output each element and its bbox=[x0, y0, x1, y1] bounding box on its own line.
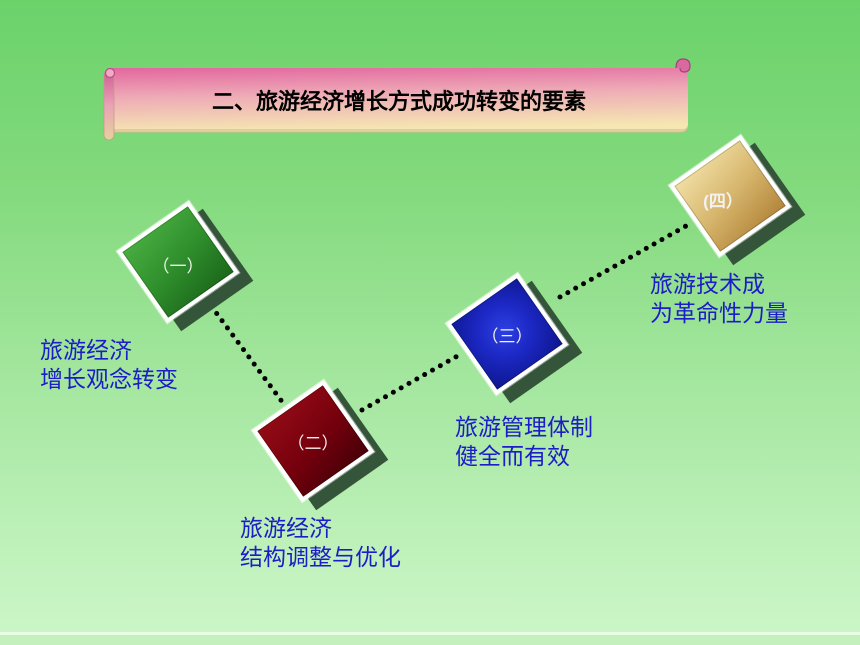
step-4-caption-line-1: 旅游技术成 bbox=[650, 271, 765, 297]
banner-top-right-curl bbox=[675, 58, 691, 73]
banner-bottom-shade bbox=[114, 124, 688, 133]
bottom-rule bbox=[0, 632, 860, 635]
connector-1-2 bbox=[203, 296, 286, 406]
step-3-caption-line-2: 健全而有效 bbox=[455, 443, 570, 469]
step-2-caption: 旅游经济 结构调整与优化 bbox=[240, 514, 401, 572]
bottom-band bbox=[0, 635, 860, 645]
step-2-caption-line-1: 旅游经济 bbox=[240, 515, 332, 541]
step-2-caption-line-2: 结构调整与优化 bbox=[240, 544, 401, 570]
step-3-caption-line-1: 旅游管理体制 bbox=[455, 414, 593, 440]
step-2: （二） bbox=[251, 379, 389, 511]
banner-body bbox=[112, 68, 688, 132]
step-4: (四） bbox=[668, 134, 806, 266]
slide-title: 二、旅游经济增长方式成功转变的要素 bbox=[211, 89, 586, 114]
step-1-marker: （一） bbox=[152, 256, 204, 276]
connector-2-3 bbox=[359, 351, 464, 413]
step-1-caption-line-2: 增长观念转变 bbox=[40, 366, 178, 392]
step-1-caption: 旅游经济 增长观念转变 bbox=[40, 336, 178, 394]
banner-top-left-curl bbox=[104, 67, 116, 79]
step-4-marker: (四） bbox=[703, 191, 743, 211]
step-4-caption: 旅游技术成 为革命性力量 bbox=[650, 270, 788, 328]
connector-lines bbox=[203, 223, 689, 413]
step-2-marker: （二） bbox=[287, 433, 339, 453]
connector-3-4 bbox=[557, 223, 689, 300]
step-4-caption-line-2: 为革命性力量 bbox=[650, 300, 788, 326]
step-1: （一） bbox=[116, 200, 254, 332]
step-3: （三） bbox=[445, 272, 583, 404]
title-banner bbox=[103, 58, 691, 141]
step-1-caption-line-1: 旅游经济 bbox=[40, 337, 132, 363]
step-3-caption: 旅游管理体制 健全而有效 bbox=[455, 413, 593, 471]
step-3-marker: （三） bbox=[481, 326, 533, 346]
